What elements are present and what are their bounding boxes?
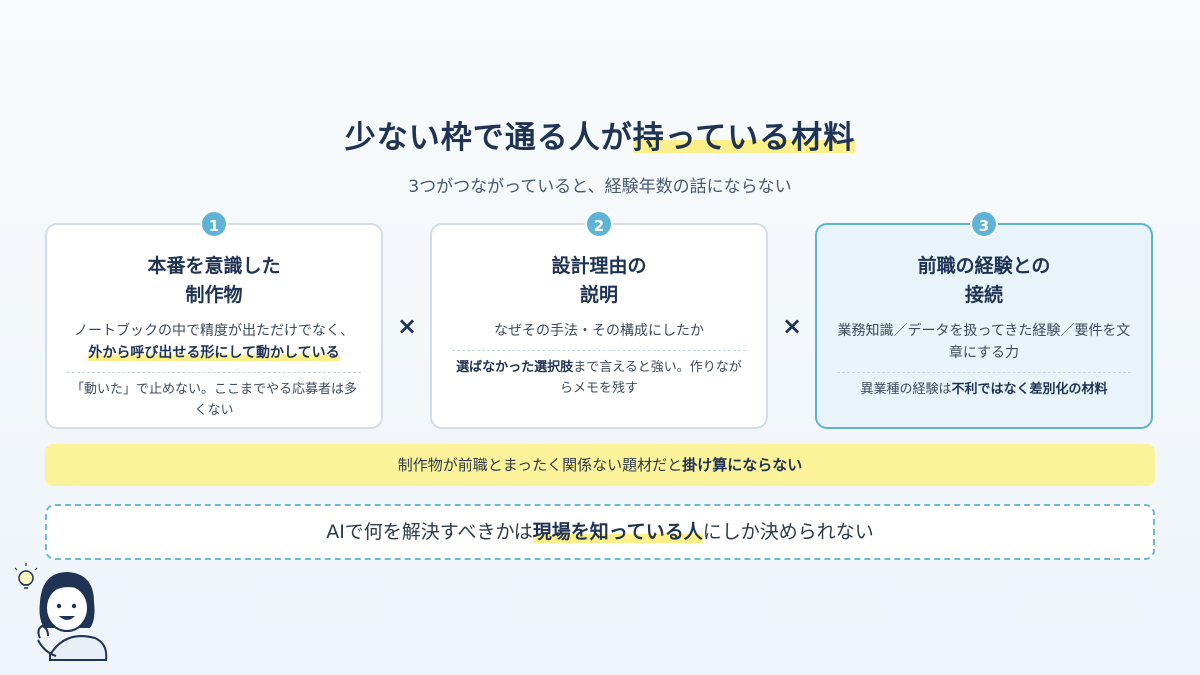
card-note-emphasis: 不利ではなく差別化の材料: [951, 382, 1108, 397]
conclusion-box: AIで何を解決すべきかは現場を知っている人にしか決められない: [45, 504, 1155, 560]
card-previous-experience: 3 前職の経験との 接続 業務知識／データを扱ってきた経験／要件を文章にする力 …: [815, 210, 1153, 429]
step-badge-3: 3: [970, 210, 998, 238]
card-title-line1: 設計理由の: [551, 255, 647, 277]
banner-text: 制作物が前職とまったく関係ない題材だと: [397, 456, 683, 474]
card-design-rationale: 2 設計理由の 説明 なぜその手法・その構成にしたか 選ばなかった選択肢まで言え…: [430, 210, 768, 429]
step-badge-2: 2: [585, 210, 613, 238]
page-subtitle: 3つがつながっていると、経験年数の話にならない: [408, 177, 792, 197]
banner-emphasis: 掛け算にならない: [682, 456, 803, 474]
title-text: 少ない枠で通る人が: [344, 120, 633, 156]
card-divider: [837, 372, 1131, 373]
card-production-artifact: 1 本番を意識した 制作物 ノートブックの中で精度が出ただけでなく、 外から呼び…: [45, 210, 383, 429]
card-description: 業務知識／データを扱ってきた経験／要件を文章にする力: [837, 320, 1131, 364]
card-note: 選ばなかった選択肢まで言えると強い。作りながらメモを残す: [452, 357, 746, 399]
card-title: 設計理由の 説明: [432, 252, 766, 310]
conclusion-text-after: にしか決められない: [702, 521, 874, 543]
conclusion-text-before: AIで何を解決すべきかは: [326, 521, 533, 543]
title-highlight: 持っている材料: [632, 120, 856, 156]
card-note-emphasis: 選ばなかった選択肢: [456, 360, 574, 375]
card-desc-emphasis: 外から呼び出せる形にして動かしている: [88, 345, 340, 361]
conclusion-emphasis: 現場を知っている人: [532, 521, 703, 543]
card-title-line2: 説明: [579, 284, 618, 306]
card-divider: [67, 372, 361, 373]
card-note: 「動いた」で止めない。ここまでやる応募者は多くない: [70, 382, 357, 418]
card-desc-text: ノートブックの中で精度が出ただけでなく、: [74, 323, 354, 339]
card-note-text: 異業種の経験は: [860, 382, 952, 397]
warning-banner: 制作物が前職とまったく関係ない題材だと掛け算にならない: [45, 444, 1155, 486]
page-title: 少ない枠で通る人が持っている材料: [344, 112, 856, 157]
card-note-text: まで言えると強い。作りながらメモを残す: [559, 360, 742, 396]
card-description: なぜその手法・その構成にしたか: [452, 320, 746, 342]
card-title: 本番を意識した 制作物: [47, 252, 381, 310]
card-title-line2: 接続: [964, 284, 1003, 306]
card-description: ノートブックの中で精度が出ただけでなく、 外から呼び出せる形にして動かしている: [67, 320, 361, 364]
step-badge-1: 1: [200, 210, 228, 238]
multiply-icon: ×: [397, 312, 418, 340]
card-title: 前職の経験との 接続: [817, 252, 1151, 310]
person-with-lightbulb-icon: [14, 563, 108, 661]
card-desc-text: なぜその手法・その構成にしたか: [494, 323, 704, 339]
card-desc-text: 業務知識／データを扱ってきた経験／要件を文章にする力: [837, 323, 1131, 361]
title-area: 少ない枠で通る人が持っている材料: [0, 112, 1200, 157]
card-title-line1: 前職の経験との: [917, 255, 1051, 277]
card-divider: [452, 350, 746, 351]
card-note: 異業種の経験は不利ではなく差別化の材料: [837, 379, 1131, 400]
multiply-icon: ×: [782, 312, 803, 340]
card-title-line1: 本番を意識した: [147, 255, 281, 277]
card-title-line2: 制作物: [185, 284, 243, 306]
